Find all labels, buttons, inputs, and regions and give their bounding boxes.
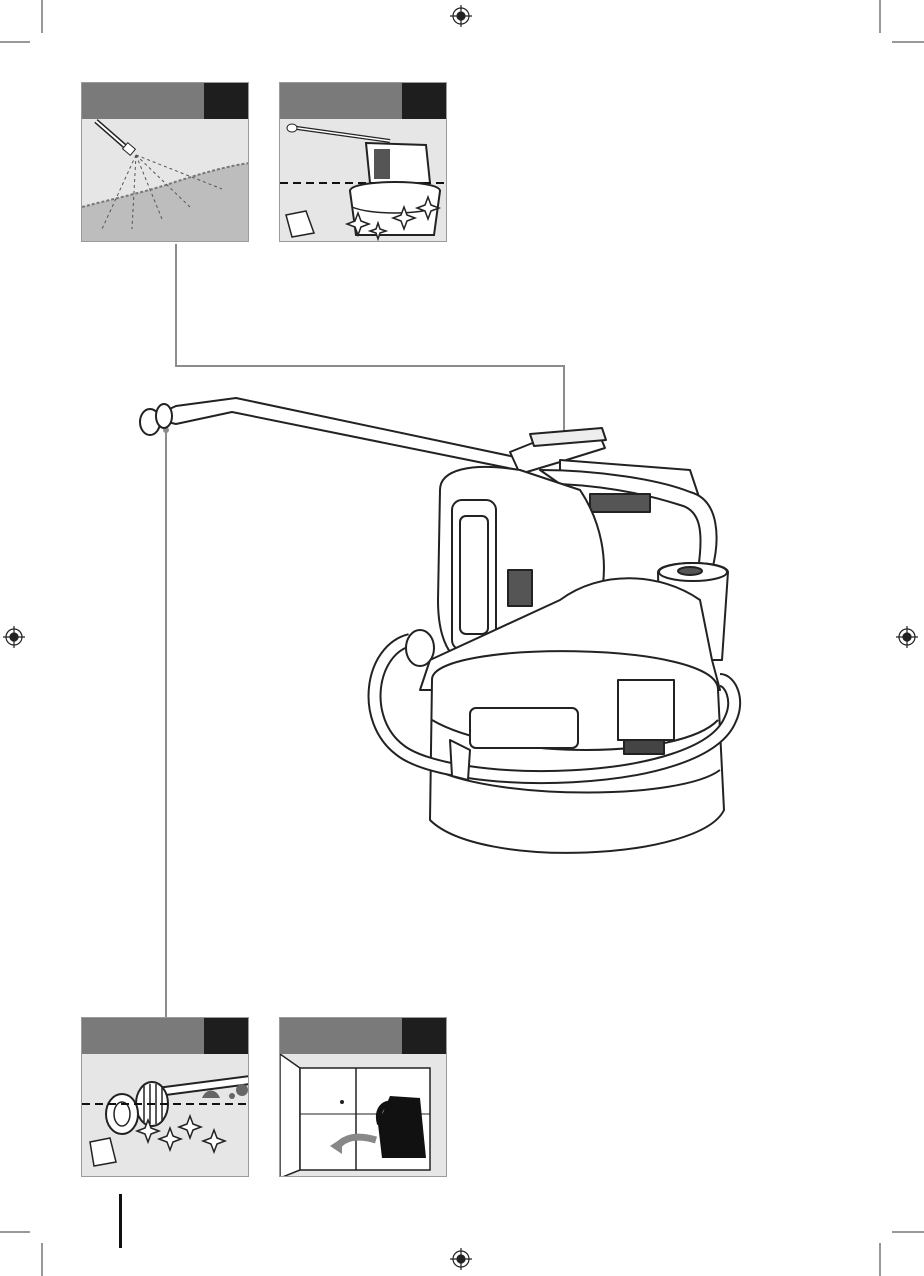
panel-clean-nozzle-step [81,1017,249,1177]
registration-mark-top [450,5,472,27]
storage-cabinet-icon [280,1054,446,1177]
panel-step-badge [204,83,248,119]
panel-clean-unit-step [279,82,447,242]
washer-illustration [140,398,734,853]
panel-step-badge [204,1018,248,1054]
panel-spray-step [81,82,249,242]
cloth-icon [286,211,314,237]
cloth-icon [90,1138,116,1166]
panel-storage-step [279,1017,447,1177]
clean-nozzle-icon [82,1054,248,1177]
registration-mark-bottom [450,1248,472,1270]
page-edge-bar [119,1194,122,1248]
panel-step-badge [402,1018,446,1054]
registration-mark-right [896,626,918,648]
panel-step-badge [402,83,446,119]
registration-mark-left [3,626,25,648]
clean-unit-icon [280,119,446,242]
spray-wand-icon [82,119,248,242]
